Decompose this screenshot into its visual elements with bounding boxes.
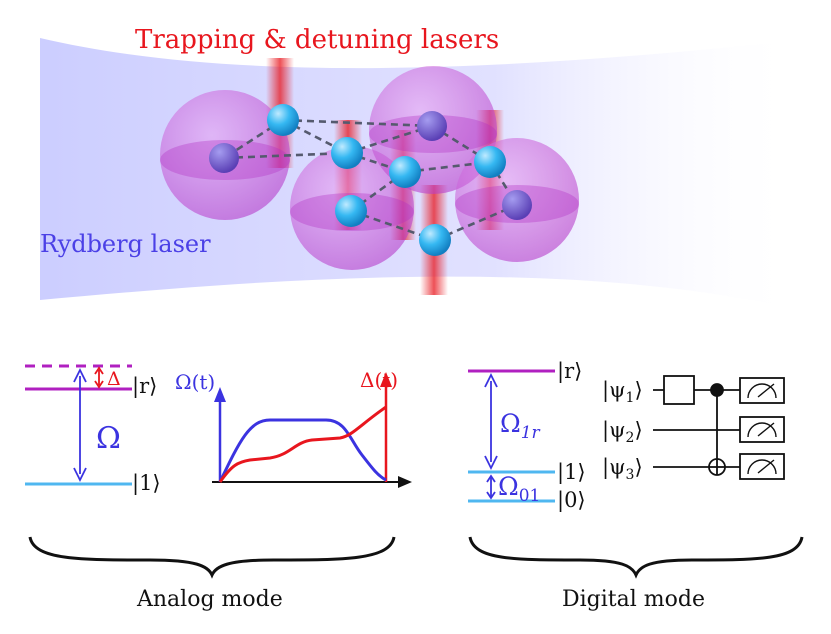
analog-brace [28,536,396,579]
measurement-3 [739,453,785,480]
measurement-2 [739,416,785,443]
trapped-atom [267,104,299,136]
trapped-atom [474,146,506,178]
digital-brace [468,536,804,579]
digital-mode-label: Digital mode [562,587,705,612]
trapped-atom [419,224,451,256]
control-dot [710,383,724,397]
pulse-plot [212,372,412,488]
rydberg-laser-label: Rydberg laser [40,230,211,258]
trapped-atom [389,156,421,188]
analog-mode-label: Analog mode [136,587,283,612]
omega-1r-label: Ω1r [500,409,541,443]
analog-omega-symbol: Ω [96,421,121,456]
delta-t-label: Δ(t) [360,368,398,392]
digital-one-ket: |1⟩ [557,460,586,485]
measurement-1 [739,377,785,404]
digital-r-ket: |r⟩ [557,359,582,384]
omega-01-label: Ω01 [498,472,540,506]
delta-pulse-curve [218,405,387,483]
delta-symbol: Δ [107,368,121,390]
rydberg-atom [209,143,239,173]
omega-t-label: Ω(t) [175,370,215,394]
single-qubit-gate [663,375,695,405]
atoms [209,104,532,256]
omega-pulse-curve [218,418,387,483]
psi1-label: |ψ1⟩ [602,378,643,406]
trapped-atom [331,137,363,169]
quantum-circuit [653,375,785,480]
trapped-atom [335,195,367,227]
psi2-label: |ψ2⟩ [602,418,643,446]
digital-level-scheme [468,369,555,503]
analog-r-ket: |r⟩ [132,374,157,399]
rydberg-atom [502,190,532,220]
rydberg-atom [417,111,447,141]
analog-one-ket: |1⟩ [132,471,161,496]
digital-zero-ket: |0⟩ [557,488,586,513]
analog-level-scheme [25,364,132,486]
psi3-label: |ψ3⟩ [602,455,643,483]
trapping-lasers-label: Trapping & detuning lasers [135,25,499,55]
